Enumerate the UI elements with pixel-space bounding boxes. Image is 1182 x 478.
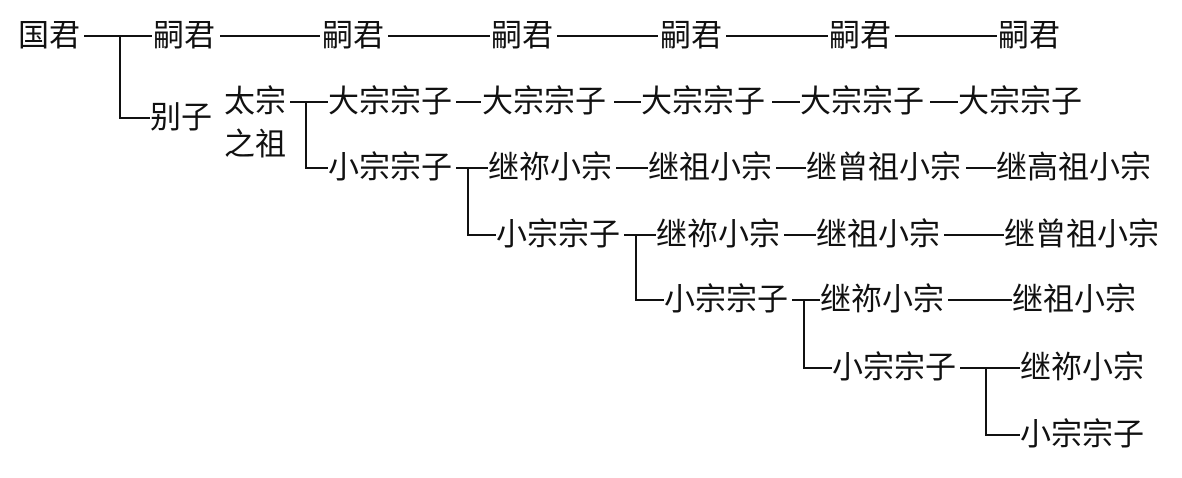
node-ji-zu: 继祖小宗: [1012, 282, 1136, 318]
node-sijun: 嗣君: [998, 18, 1060, 54]
node-dazong: 大宗宗子: [800, 84, 924, 120]
node-xiaozong: 小宗宗子: [496, 217, 620, 253]
node-dazong: 大宗宗子: [482, 84, 606, 120]
node-ji-mi: 继祢小宗: [1020, 350, 1144, 386]
node-ji-gaozu: 继高祖小宗: [996, 150, 1151, 186]
node-ji-zengzu: 继曾祖小宗: [1004, 217, 1159, 253]
node-ji-zengzu: 继曾祖小宗: [806, 150, 961, 186]
node-xiaozong: 小宗宗子: [832, 350, 956, 386]
node-sijun: 嗣君: [322, 18, 384, 54]
node-dazong: 大宗宗子: [328, 84, 452, 120]
node-ji-mi: 继祢小宗: [656, 217, 780, 253]
node-ji-mi: 继祢小宗: [820, 282, 944, 318]
node-sijun: 嗣君: [829, 18, 891, 54]
node-sijun: 嗣君: [153, 18, 215, 54]
node-xiaozong: 小宗宗子: [1020, 417, 1144, 453]
node-dazong: 大宗宗子: [641, 84, 765, 120]
node-taizong-line1: 太宗: [224, 84, 286, 120]
node-biezi: 别子: [150, 100, 212, 136]
node-ji-zu: 继祖小宗: [816, 217, 940, 253]
node-sijun: 嗣君: [491, 18, 553, 54]
node-sijun: 嗣君: [660, 18, 722, 54]
node-ji-mi: 继祢小宗: [488, 150, 612, 186]
node-xiaozong: 小宗宗子: [664, 282, 788, 318]
node-xiaozong: 小宗宗子: [328, 150, 452, 186]
node-taizong-line2: 之祖: [224, 127, 286, 163]
node-guojun: 国君: [18, 18, 80, 54]
node-dazong: 大宗宗子: [958, 84, 1082, 120]
node-ji-zu: 继祖小宗: [648, 150, 772, 186]
